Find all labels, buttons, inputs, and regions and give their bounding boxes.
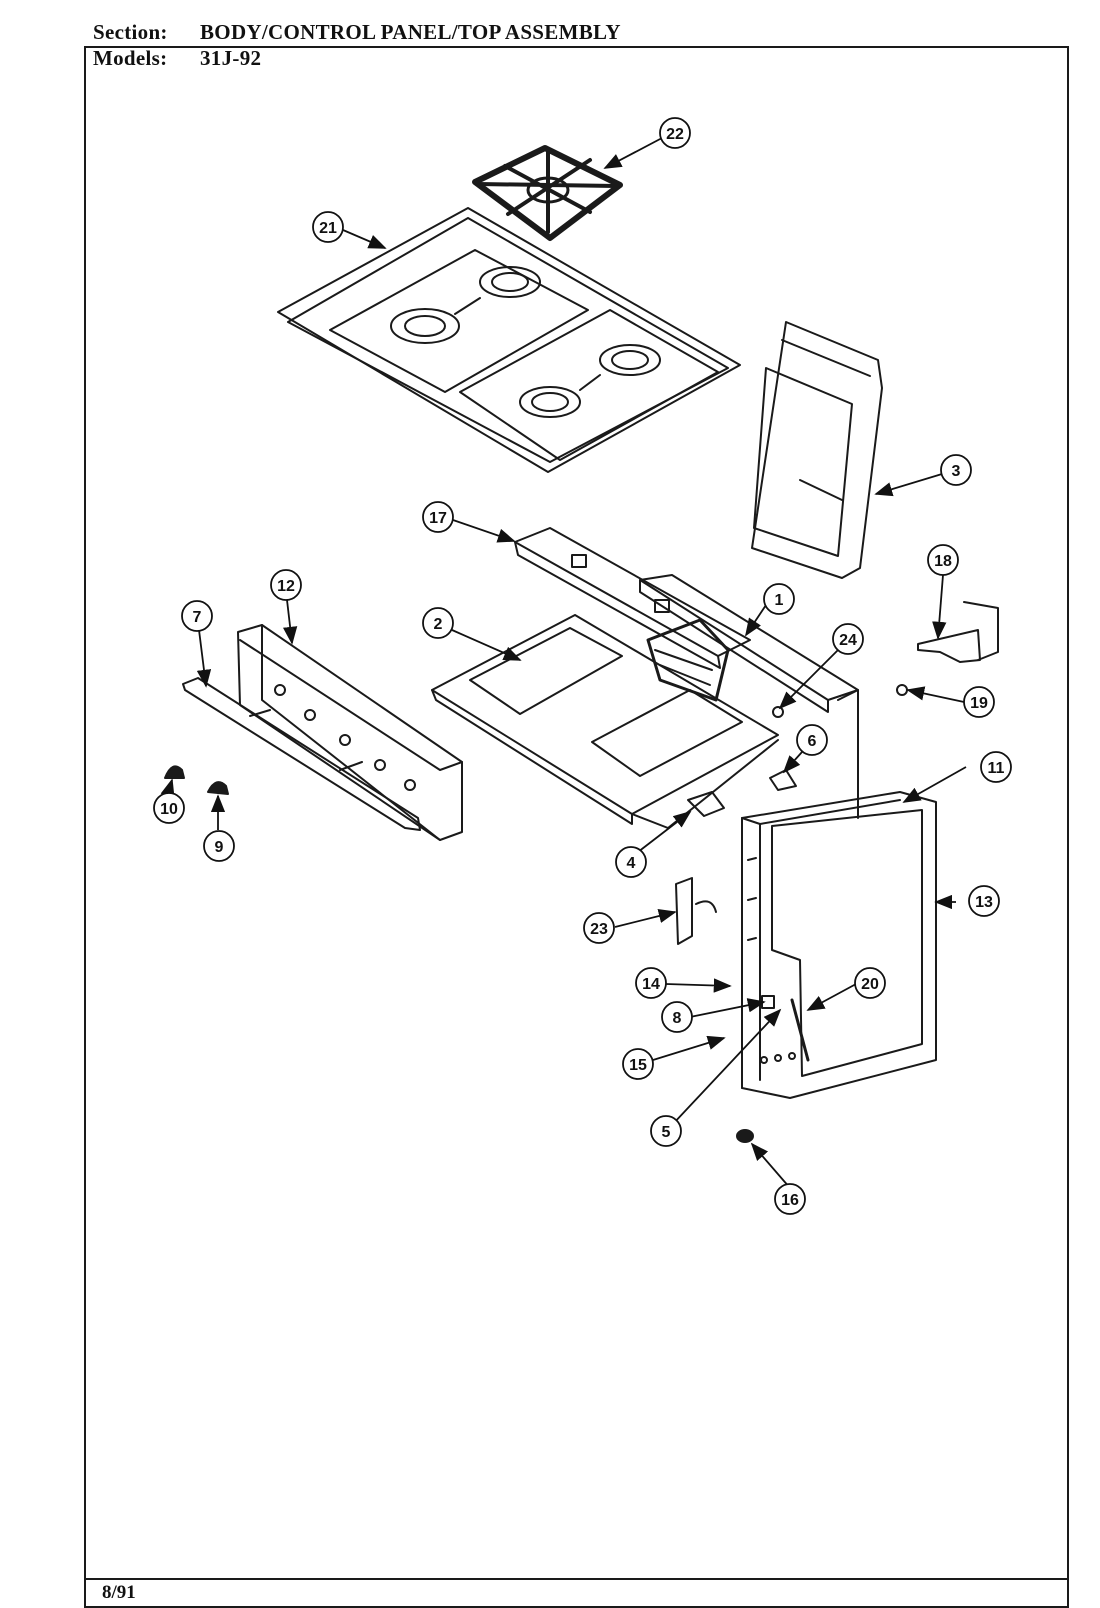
svg-text:21: 21 — [319, 220, 337, 237]
revision-date: 8/91 — [102, 1582, 136, 1603]
callout-bubbles: 22 21 3 17 1 2 12 7 18 24 19 6 11 4 10 9… — [153, 117, 1012, 1215]
callout-15: 15 — [622, 1048, 654, 1080]
svg-text:13: 13 — [975, 894, 993, 911]
callout-10: 10 — [153, 792, 185, 824]
rear-rail-part — [514, 527, 751, 669]
callout-12: 12 — [270, 569, 302, 601]
svg-text:5: 5 — [662, 1124, 671, 1141]
hinge-bracket-part — [687, 791, 725, 817]
svg-text:16: 16 — [781, 1192, 799, 1209]
knob-part — [164, 765, 229, 795]
cooktop-part — [277, 207, 741, 473]
callout-19: 19 — [963, 686, 995, 718]
burner-grate-part — [472, 145, 623, 241]
svg-text:17: 17 — [429, 510, 447, 527]
callout-22: 22 — [659, 117, 691, 149]
callout-5: 5 — [650, 1115, 682, 1147]
svg-text:18: 18 — [934, 553, 952, 570]
svg-text:19: 19 — [970, 695, 988, 712]
svg-text:10: 10 — [160, 801, 178, 818]
leader-lines — [160, 137, 967, 1189]
callout-1: 1 — [763, 583, 795, 615]
svg-text:24: 24 — [839, 632, 857, 649]
callout-14: 14 — [635, 967, 667, 999]
svg-text:23: 23 — [590, 921, 608, 938]
callout-11: 11 — [980, 751, 1012, 783]
callout-3: 3 — [940, 454, 972, 486]
svg-text:11: 11 — [988, 760, 1005, 777]
svg-text:4: 4 — [627, 855, 636, 872]
callout-8: 8 — [661, 1001, 693, 1033]
svg-text:20: 20 — [861, 976, 879, 993]
svg-text:6: 6 — [808, 733, 817, 750]
callout-2: 2 — [422, 607, 454, 639]
clip-part — [769, 769, 797, 791]
exploded-parts-diagram: 22 21 3 17 1 2 12 7 18 24 19 6 11 4 10 9… — [153, 117, 1012, 1215]
control-panel-part — [741, 791, 937, 1099]
burner-box-part — [639, 574, 859, 819]
callout-20: 20 — [854, 967, 886, 999]
backguard-part — [751, 321, 883, 579]
callout-17: 17 — [422, 501, 454, 533]
section-title: BODY/CONTROL PANEL/TOP ASSEMBLY — [200, 20, 621, 44]
callout-6: 6 — [796, 724, 828, 756]
switch-part — [675, 877, 717, 945]
svg-text:3: 3 — [952, 463, 961, 480]
foot-part — [736, 1129, 754, 1143]
callout-4: 4 — [615, 846, 647, 878]
callout-9: 9 — [203, 830, 235, 862]
callout-7: 7 — [181, 600, 213, 632]
svg-text:1: 1 — [775, 592, 784, 609]
svg-text:14: 14 — [642, 976, 660, 993]
models-value: 31J-92 — [200, 46, 262, 70]
callout-16: 16 — [774, 1183, 806, 1215]
callout-24: 24 — [832, 623, 864, 655]
svg-text:15: 15 — [629, 1057, 647, 1074]
svg-text:2: 2 — [434, 616, 443, 633]
models-label: Models: — [93, 46, 168, 70]
callout-18: 18 — [927, 544, 959, 576]
manifold-cover-part — [237, 624, 463, 841]
svg-text:9: 9 — [215, 839, 224, 856]
callout-21: 21 — [312, 211, 344, 243]
svg-text:22: 22 — [666, 126, 684, 143]
section-label: Section: — [93, 20, 168, 44]
footer-divider — [84, 1578, 1069, 1580]
svg-text:7: 7 — [193, 609, 202, 626]
callout-13: 13 — [968, 885, 1000, 917]
callout-23: 23 — [583, 912, 615, 944]
svg-text:12: 12 — [277, 578, 295, 595]
side-bracket-part — [917, 601, 999, 663]
svg-text:8: 8 — [673, 1010, 682, 1027]
